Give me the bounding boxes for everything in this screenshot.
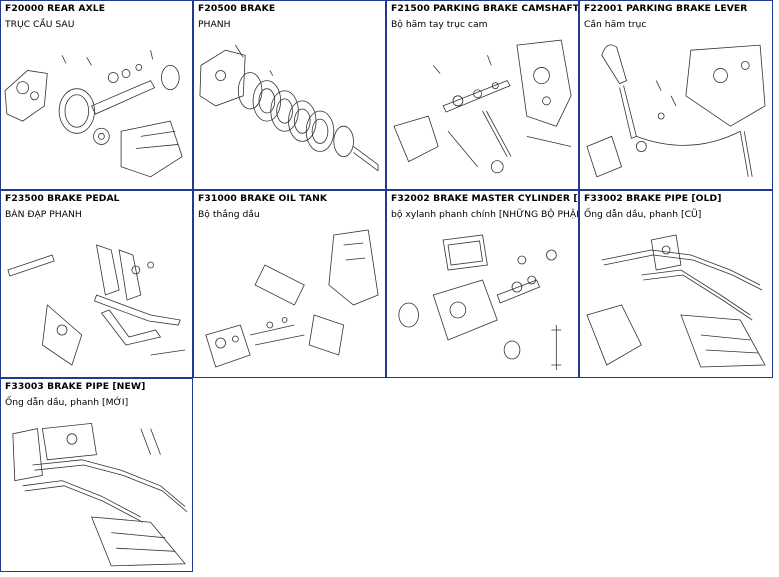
item-subtitle: Cần hãm trục — [584, 19, 647, 30]
item-code: F32002 BRAKE MASTER CYLINDER [CO — [391, 193, 579, 204]
catalog-item-parking-brake-lever[interactable]: F22001 PARKING BRAKE LEVER Cần hãm trục — [579, 0, 773, 190]
brake-pipe-new-diagram-icon — [3, 413, 190, 569]
item-code: F21500 PARKING BRAKE CAMSHAFT — [391, 3, 579, 14]
item-code: F33003 BRAKE PIPE [NEW] — [5, 381, 146, 392]
catalog-item-brake-pipe-old[interactable]: F33002 BRAKE PIPE [OLD] Ống dẫn dầu, pha… — [579, 190, 773, 378]
catalog-item-brake[interactable]: F20500 BRAKE PHANH — [193, 0, 386, 190]
item-subtitle: BÀN ĐẠP PHANH — [5, 209, 82, 220]
item-code: F20000 REAR AXLE — [5, 3, 106, 14]
item-subtitle: Bộ hãm tay trục cam — [391, 19, 488, 30]
item-code: F33002 BRAKE PIPE [OLD] — [584, 193, 722, 204]
item-subtitle: PHANH — [198, 19, 231, 30]
parking-brake-lever-diagram-icon — [582, 35, 770, 187]
item-code: F20500 BRAKE — [198, 3, 276, 14]
catalog-item-rear-axle[interactable]: F20000 REAR AXLE TRỤC CẦU SAU — [0, 0, 193, 190]
item-subtitle: TRỤC CẦU SAU — [5, 19, 75, 30]
brake-pipe-old-diagram-icon — [582, 225, 770, 375]
catalog-item-brake-pedal[interactable]: F23500 BRAKE PEDAL BÀN ĐẠP PHANH — [0, 190, 193, 378]
item-subtitle: Bộ thắng dầu — [198, 209, 260, 220]
brake-master-cylinder-diagram-icon — [389, 225, 576, 375]
catalog-item-brake-master-cylinder[interactable]: F32002 BRAKE MASTER CYLINDER [CO bộ xyla… — [386, 190, 579, 378]
catalog-item-brake-oil-tank[interactable]: F31000 BRAKE OIL TANK Bộ thắng dầu — [193, 190, 386, 378]
item-subtitle: Ống dẫn dầu, phanh [CŨ] — [584, 209, 702, 220]
item-code: F31000 BRAKE OIL TANK — [198, 193, 328, 204]
catalog-item-brake-pipe-new[interactable]: F33003 BRAKE PIPE [NEW] Ống dẫn dầu, pha… — [0, 378, 193, 572]
item-subtitle: Ống dẫn dầu, phanh [MỚI] — [5, 397, 129, 408]
item-code: F23500 BRAKE PEDAL — [5, 193, 120, 204]
catalog-item-parking-brake-camshaft[interactable]: F21500 PARKING BRAKE CAMSHAFT Bộ hãm tay… — [386, 0, 579, 190]
item-code: F22001 PARKING BRAKE LEVER — [584, 3, 748, 14]
brake-oil-tank-diagram-icon — [196, 225, 383, 375]
parking-brake-camshaft-diagram-icon — [389, 35, 576, 187]
item-subtitle: bộ xylanh phanh chính [NHỮNG BỘ PHẬN — [391, 209, 579, 220]
brake-pedal-diagram-icon — [3, 225, 190, 375]
rear-axle-diagram-icon — [3, 35, 190, 187]
brake-diagram-icon — [196, 35, 383, 187]
